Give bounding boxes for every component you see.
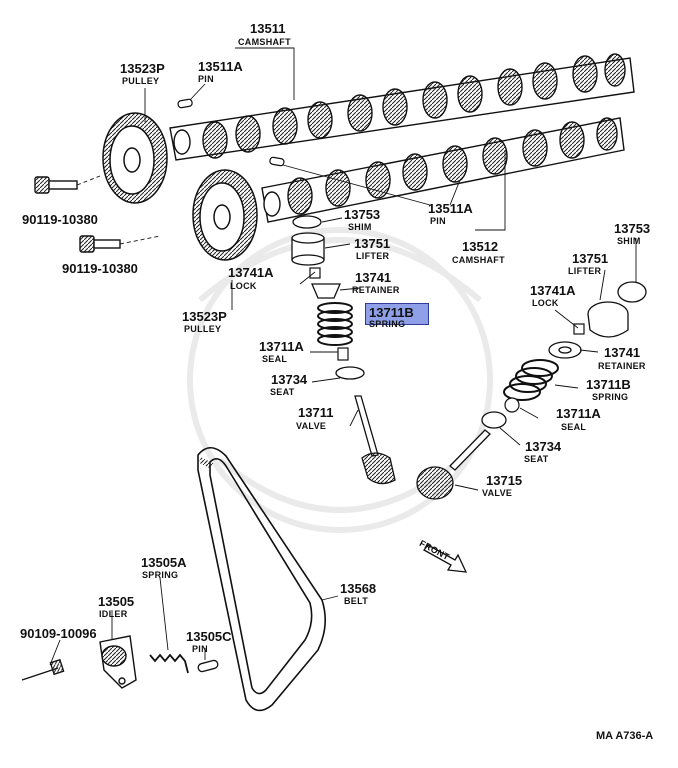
part-number-idler-pin[interactable]: 13505C xyxy=(186,629,232,644)
part-label-pin-upper: PIN xyxy=(198,74,214,84)
part-number-pin-lower[interactable]: 13511A xyxy=(428,201,473,216)
part-number-retainer-left[interactable]: 13741 xyxy=(355,270,392,285)
bolt-upper[interactable] xyxy=(34,176,78,194)
retainer-right[interactable] xyxy=(548,341,582,359)
part-number-lock-right[interactable]: 13741A xyxy=(530,283,576,298)
part-label-shim-left: SHIM xyxy=(348,222,372,232)
part-number-seal-right[interactable]: 13711A xyxy=(556,406,601,421)
camshaft-lower[interactable] xyxy=(261,117,625,223)
part-label-camshaft-lower: CAMSHAFT xyxy=(452,255,505,265)
part-label-belt: BELT xyxy=(344,596,369,606)
part-label-idler-spring: SPRING xyxy=(142,570,179,580)
part-label-lock-left: LOCK xyxy=(230,281,257,291)
idler-pulley[interactable] xyxy=(99,635,137,689)
retainer-left[interactable] xyxy=(311,283,341,299)
part-label-idler-pin: PIN xyxy=(192,644,208,654)
part-label-retainer-right: RETAINER xyxy=(598,361,646,371)
part-number-shim-left[interactable]: 13753 xyxy=(344,207,381,222)
part-number-idler-spring[interactable]: 13505A xyxy=(141,555,187,570)
part-number-valve-left[interactable]: 13711 xyxy=(298,405,334,420)
pin-upper[interactable] xyxy=(177,98,193,109)
part-number-bolt-b[interactable]: 90119-10380 xyxy=(62,261,138,276)
part-number-bolt-a[interactable]: 90119-10380 xyxy=(22,212,98,227)
part-number-lifter-right[interactable]: 13751 xyxy=(572,251,609,266)
shim-right[interactable] xyxy=(617,281,647,303)
seal-right[interactable] xyxy=(504,397,520,413)
part-label-pin-lower: PIN xyxy=(430,216,446,226)
bolt-lower[interactable] xyxy=(79,235,121,253)
part-label-lifter-right: LIFTER xyxy=(568,266,602,276)
part-label-spring-right: SPRING xyxy=(592,392,629,402)
leader-lines xyxy=(49,47,637,666)
part-label-seat-right: SEAT xyxy=(524,454,549,464)
part-label-pulley-lower: PULLEY xyxy=(184,324,222,334)
part-label-seal-left: SEAL xyxy=(262,354,288,364)
pin-lower[interactable] xyxy=(269,156,285,167)
seat-left[interactable] xyxy=(335,366,365,380)
spring-left[interactable] xyxy=(317,302,353,346)
part-number-pulley-lower[interactable]: 13523P xyxy=(182,309,227,324)
figure-reference: MA A736-A xyxy=(596,730,654,742)
timing-belt[interactable] xyxy=(197,446,326,712)
part-number-pulley-upper[interactable]: 13523P xyxy=(120,61,165,76)
pulley-lower[interactable] xyxy=(192,169,258,261)
part-number-retainer-right[interactable]: 13741 xyxy=(604,345,641,360)
lifter-right[interactable] xyxy=(587,301,629,338)
part-label-retainer-left: RETAINER xyxy=(352,285,400,295)
part-label-lock-right: LOCK xyxy=(532,298,559,308)
part-label-seal-right: SEAL xyxy=(561,422,587,432)
part-number-seat-right[interactable]: 13734 xyxy=(525,439,562,454)
front-arrow-icon xyxy=(423,544,468,573)
valve-left[interactable] xyxy=(354,395,396,485)
idler-bolt[interactable] xyxy=(21,658,65,681)
part-label-pulley-upper: PULLEY xyxy=(122,76,160,86)
part-number-pin-upper[interactable]: 13511A xyxy=(198,59,243,74)
part-number-idler[interactable]: 13505 xyxy=(98,594,135,609)
spring-right[interactable] xyxy=(503,359,559,401)
part-label-idler: IDLER xyxy=(99,609,128,619)
part-label-camshaft-upper: CAMSHAFT xyxy=(238,37,291,47)
part-label-seat-left: SEAT xyxy=(270,387,295,397)
lifter-left[interactable] xyxy=(291,232,325,266)
pulley-upper[interactable] xyxy=(102,112,168,204)
part-label-valve-left: VALVE xyxy=(296,421,327,431)
part-number-lock-left[interactable]: 13741A xyxy=(228,265,274,280)
lock-right[interactable] xyxy=(573,323,585,335)
part-number-lifter-left[interactable]: 13751 xyxy=(354,236,391,251)
camshaft-upper[interactable] xyxy=(169,53,635,161)
part-number-bolt-idler[interactable]: 90109-10096 xyxy=(20,626,97,641)
idler-pin[interactable] xyxy=(197,659,219,673)
part-number-shim-right[interactable]: 13753 xyxy=(614,221,651,236)
idler-spring[interactable] xyxy=(149,653,189,674)
part-number-spring-left[interactable]: 13711B xyxy=(369,305,414,320)
part-number-camshaft-upper[interactable]: 13511 xyxy=(250,21,286,36)
part-label-lifter-left: LIFTER xyxy=(356,251,390,261)
shim-left[interactable] xyxy=(292,215,322,229)
valve-right[interactable] xyxy=(416,429,491,500)
part-number-valve-right[interactable]: 13715 xyxy=(486,473,523,488)
part-number-camshaft-lower[interactable]: 13512 xyxy=(462,239,499,254)
part-label-shim-right: SHIM xyxy=(617,236,641,246)
part-number-seal-left[interactable]: 13711A xyxy=(259,339,304,354)
part-label-spring-left: SPRING xyxy=(369,319,406,329)
seal-left[interactable] xyxy=(337,347,349,361)
part-label-valve-right: VALVE xyxy=(482,488,513,498)
part-number-seat-left[interactable]: 13734 xyxy=(271,372,308,387)
part-number-spring-right[interactable]: 13711B xyxy=(586,377,631,392)
part-number-belt[interactable]: 13568 xyxy=(340,581,377,596)
seat-right[interactable] xyxy=(481,411,507,429)
lock-left[interactable] xyxy=(309,267,321,279)
highlight-box xyxy=(365,303,429,325)
